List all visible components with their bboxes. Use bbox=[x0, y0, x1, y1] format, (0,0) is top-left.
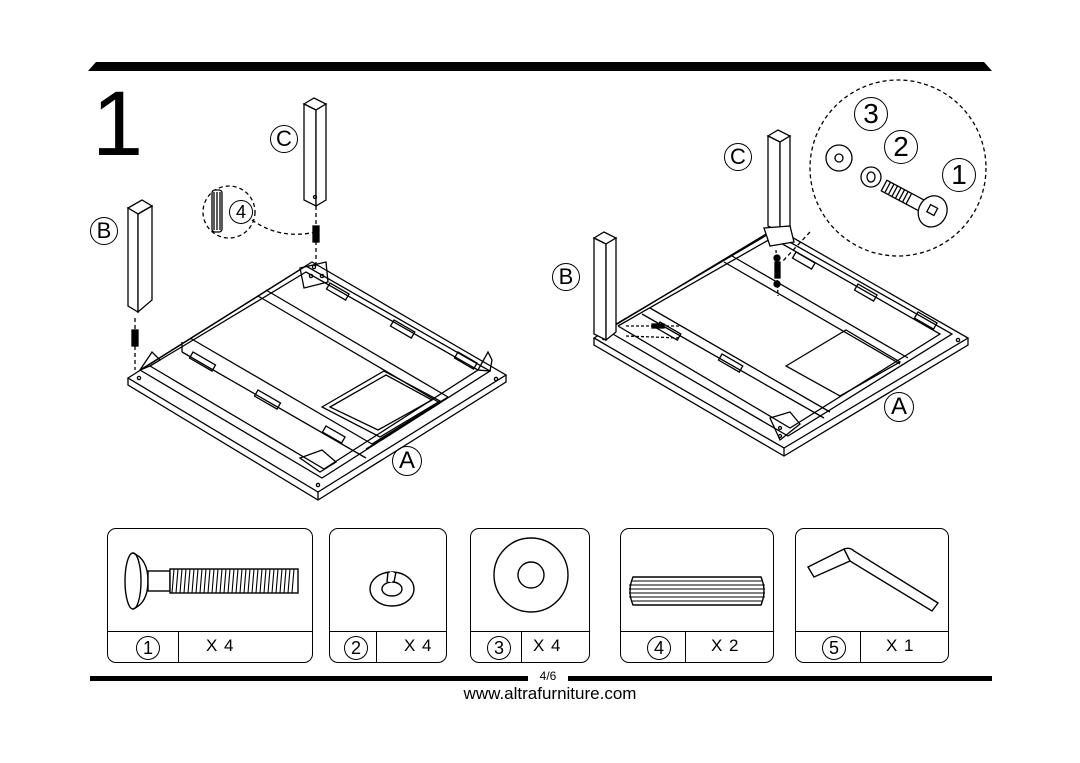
part-quantity: X 2 bbox=[711, 636, 740, 655]
website-link[interactable]: www.altrafurniture.com bbox=[463, 684, 637, 703]
header-rule bbox=[88, 62, 992, 71]
part-quantity: X 4 bbox=[533, 636, 562, 655]
part-card-dowel: 4 X 2 bbox=[620, 528, 774, 663]
part-quantity: X 1 bbox=[886, 636, 915, 655]
part-card-lock-washer: 2 X 4 bbox=[329, 528, 447, 663]
footer-divider bbox=[178, 632, 179, 662]
callout-label-bolt: 1 bbox=[942, 158, 976, 192]
part-number: 2 bbox=[344, 636, 368, 660]
step-number: 1 bbox=[92, 73, 144, 175]
footer-divider bbox=[376, 632, 377, 662]
page-number: 4/6 bbox=[539, 669, 557, 683]
part-card-footer: 4 X 2 bbox=[621, 631, 773, 662]
footer-divider bbox=[685, 632, 686, 662]
part-number: 1 bbox=[136, 636, 160, 660]
flat-washer-icon bbox=[493, 537, 569, 613]
right-table-frame-drawing bbox=[592, 227, 970, 457]
left-leg-b-drawing bbox=[126, 199, 154, 370]
callout-label-flat-washer: 3 bbox=[854, 97, 888, 131]
bolt-icon bbox=[124, 552, 299, 610]
left-label-c: C bbox=[270, 125, 298, 153]
part-number: 3 bbox=[487, 636, 511, 660]
part-card-footer: 1 X 4 bbox=[108, 631, 312, 662]
part-quantity: X 4 bbox=[404, 636, 433, 655]
part-card-footer: 2 X 4 bbox=[330, 631, 446, 662]
part-card-footer: 5 X 1 bbox=[796, 631, 948, 662]
part-number: 5 bbox=[822, 636, 846, 660]
right-leg-b-drawing bbox=[592, 231, 681, 342]
wooden-dowel-icon bbox=[629, 576, 765, 606]
assembly-illustrations bbox=[126, 79, 987, 501]
lock-washer-icon bbox=[369, 571, 415, 607]
allen-key-icon bbox=[807, 547, 940, 612]
footer-divider bbox=[860, 632, 861, 662]
left-leg-c-drawing bbox=[302, 97, 328, 268]
left-label-a: A bbox=[392, 446, 422, 476]
left-table-frame-drawing bbox=[126, 261, 508, 501]
part-card-flat-washer: 3 X 4 bbox=[470, 528, 590, 663]
footer-rule-gap bbox=[528, 671, 568, 685]
part-card-bolt: 1 X 4 bbox=[107, 528, 313, 663]
right-leg-c-drawing bbox=[763, 129, 795, 297]
part-card-allen-key: 5 X 1 bbox=[795, 528, 949, 663]
part-number: 4 bbox=[647, 636, 671, 660]
part-quantity: X 4 bbox=[206, 636, 235, 655]
callout-label-lock-washer: 2 bbox=[884, 130, 918, 164]
left-label-b: B bbox=[90, 217, 118, 245]
right-label-a: A bbox=[884, 392, 914, 422]
part-card-footer: 3 X 4 bbox=[471, 631, 589, 662]
right-label-c: C bbox=[724, 143, 752, 171]
right-label-b: B bbox=[552, 263, 580, 291]
hardware-callout-drawing bbox=[781, 79, 987, 263]
dowel-callout-drawing bbox=[202, 185, 317, 239]
footer-divider bbox=[521, 632, 522, 662]
left-label-dowel: 4 bbox=[229, 200, 253, 224]
